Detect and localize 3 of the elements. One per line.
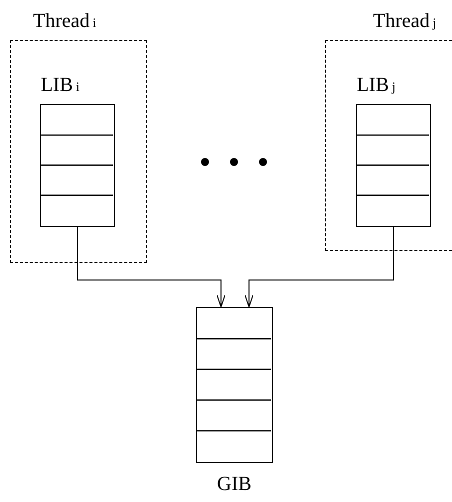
arrow xyxy=(244,226,394,308)
arrow xyxy=(77,226,226,308)
buffer-label: GIB xyxy=(217,474,252,494)
